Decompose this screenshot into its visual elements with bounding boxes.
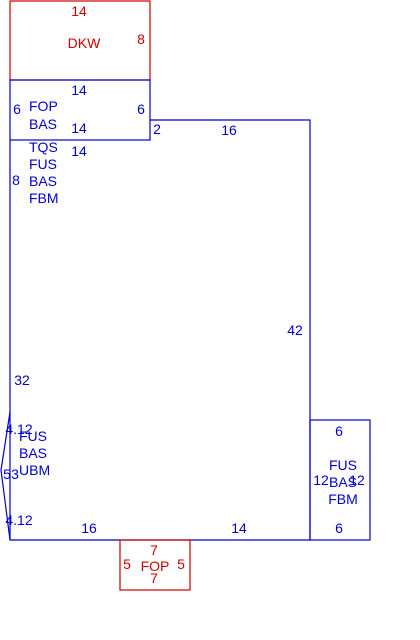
main-dim-bottom-right: 14: [231, 520, 247, 536]
dkw-label: DKW: [68, 35, 101, 51]
main-dim-bottom-left: 16: [81, 520, 97, 536]
bottom-fop-dim-bottom: 7: [150, 570, 158, 586]
fop-dim-left: 6: [13, 101, 21, 117]
bottom-fop-area: [119, 539, 191, 591]
bay-dim-upper: 4.12: [5, 421, 32, 437]
fop-dim-right: 6: [137, 101, 145, 117]
right-dim-bottom: 6: [335, 520, 343, 536]
right-dim-right: 12: [349, 472, 365, 488]
bay-dim-mid-b: 3: [11, 466, 19, 482]
bottom-fop-dim-right: 5: [177, 556, 185, 572]
bay-code-2: BAS: [19, 445, 47, 461]
fop-dim-top: 14: [71, 82, 87, 98]
right-dim-left: 12: [313, 472, 329, 488]
main-dim-top-left: 2: [153, 121, 161, 137]
fop-code-1: FOP: [29, 98, 58, 114]
right-dim-top: 6: [335, 423, 343, 439]
main-dim-upper-left: 14: [71, 143, 87, 159]
bay-code-3: UBM: [19, 462, 50, 478]
fop-area: [9, 79, 151, 141]
main-code-4: FBM: [29, 190, 59, 206]
bottom-fop-dim-top: 7: [150, 542, 158, 558]
right-code-2: BAS: [329, 474, 357, 490]
bottom-fop-label: FOP: [141, 558, 170, 574]
right-code-1: FUS: [329, 457, 357, 473]
bay-code-1: FUS: [19, 428, 47, 444]
fop-dim-bottom: 14: [71, 120, 87, 136]
dkw-dim-top: 14: [71, 3, 87, 19]
main-code-2: FUS: [29, 156, 57, 172]
right-code-3: FBM: [328, 491, 358, 507]
main-code-3: BAS: [29, 173, 57, 189]
main-code-1: TQS: [29, 139, 58, 155]
main-dim-right: 42: [287, 322, 303, 338]
bay-dim-mid-a: 5: [3, 466, 11, 482]
main-dim-left-mid: 32: [14, 372, 30, 388]
dkw-dim-right: 8: [137, 31, 145, 47]
bay-dim-lower: 4.12: [5, 512, 32, 528]
bottom-fop-dim-left: 5: [123, 556, 131, 572]
fop-code-2: BAS: [29, 116, 57, 132]
main-dim-left-upper: 8: [12, 172, 20, 188]
main-dim-top: 16: [221, 122, 237, 138]
left-bay-outline: [0, 411, 11, 541]
right-addition-area: [309, 419, 371, 541]
